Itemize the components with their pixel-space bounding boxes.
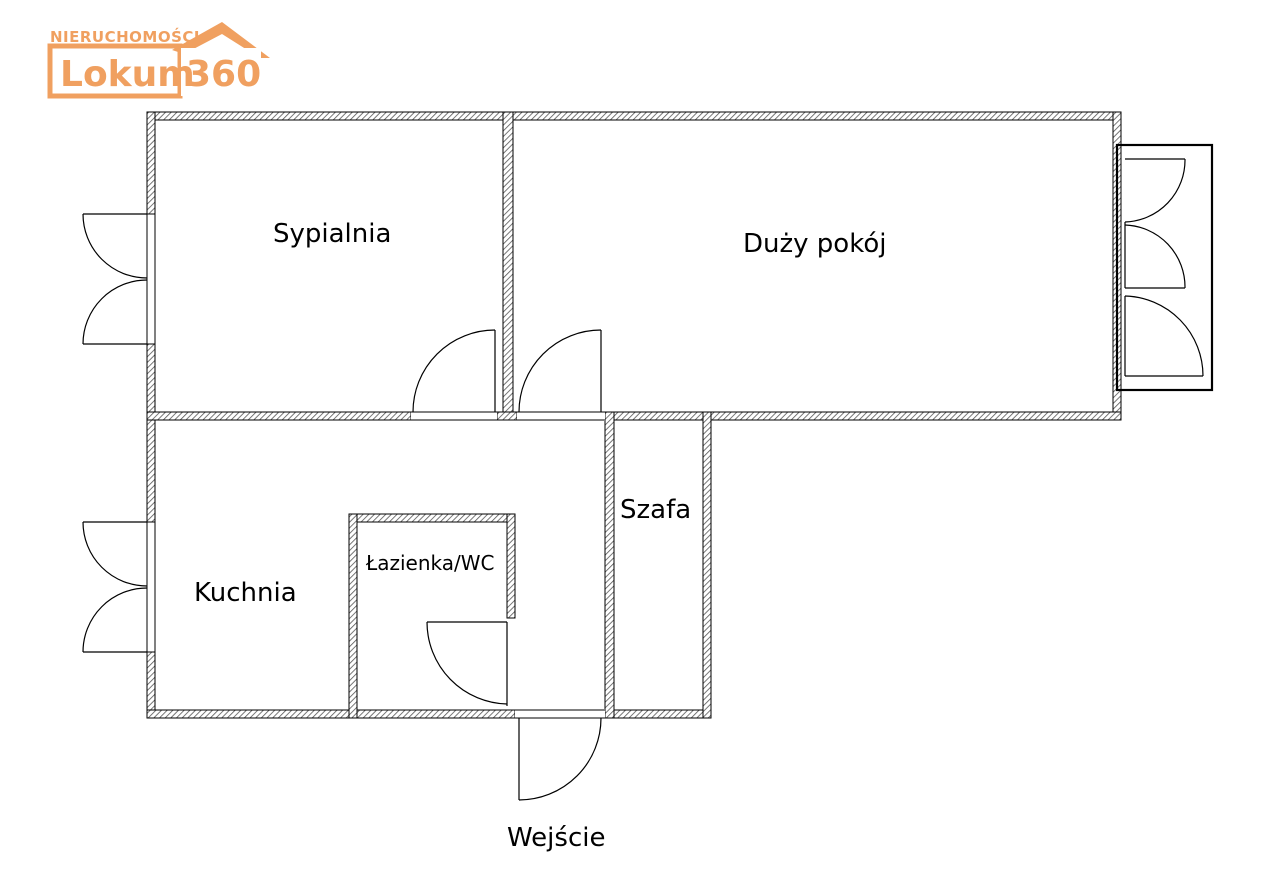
wall-bottom-right bbox=[604, 709, 712, 719]
logo-name-text: Lokum bbox=[60, 54, 195, 95]
door-entrance bbox=[518, 717, 602, 801]
door-openings bbox=[411, 411, 605, 719]
logo-small-text: NIERUCHOMOŚCI bbox=[50, 27, 200, 46]
agency-logo: NIERUCHOMOŚCI Lokum 360 bbox=[47, 22, 270, 99]
entrance-label: Wejście bbox=[507, 823, 605, 853]
wall-top bbox=[146, 111, 1122, 121]
wall-bottom-left bbox=[146, 709, 358, 719]
left-windows bbox=[146, 213, 156, 653]
wall-bath-left bbox=[348, 513, 358, 719]
wall-bottom-bath bbox=[348, 709, 516, 719]
room-label-living: Duży pokój bbox=[743, 229, 886, 259]
wall-mid-between-doors bbox=[496, 411, 518, 421]
logo-number-text: 360 bbox=[186, 54, 261, 95]
door-bathroom bbox=[426, 621, 508, 706]
room-label-wardrobe: Szafa bbox=[620, 495, 691, 525]
door-bedroom bbox=[412, 329, 496, 413]
wall-mid-right bbox=[604, 411, 1122, 421]
room-label-bathroom: Łazienka/WC bbox=[365, 551, 495, 575]
door-living bbox=[518, 329, 602, 413]
room-label-kitchen: Kuchnia bbox=[194, 578, 297, 608]
wall-wardrobe-right bbox=[702, 411, 712, 719]
window-bedroom bbox=[82, 213, 148, 345]
logo-box bbox=[47, 43, 183, 99]
balcony bbox=[1115, 143, 1214, 392]
room-label-bedroom: Sypialnia bbox=[273, 219, 391, 249]
wall-mid-left bbox=[146, 411, 412, 421]
window-kitchen bbox=[82, 521, 148, 653]
wall-wardrobe-left bbox=[604, 411, 615, 719]
wall-bath-top bbox=[348, 513, 516, 523]
wall-bath-right bbox=[506, 513, 516, 619]
wall-partition-bedroom-living bbox=[502, 111, 514, 421]
logo-house-body bbox=[181, 48, 261, 96]
walls bbox=[146, 111, 1122, 719]
